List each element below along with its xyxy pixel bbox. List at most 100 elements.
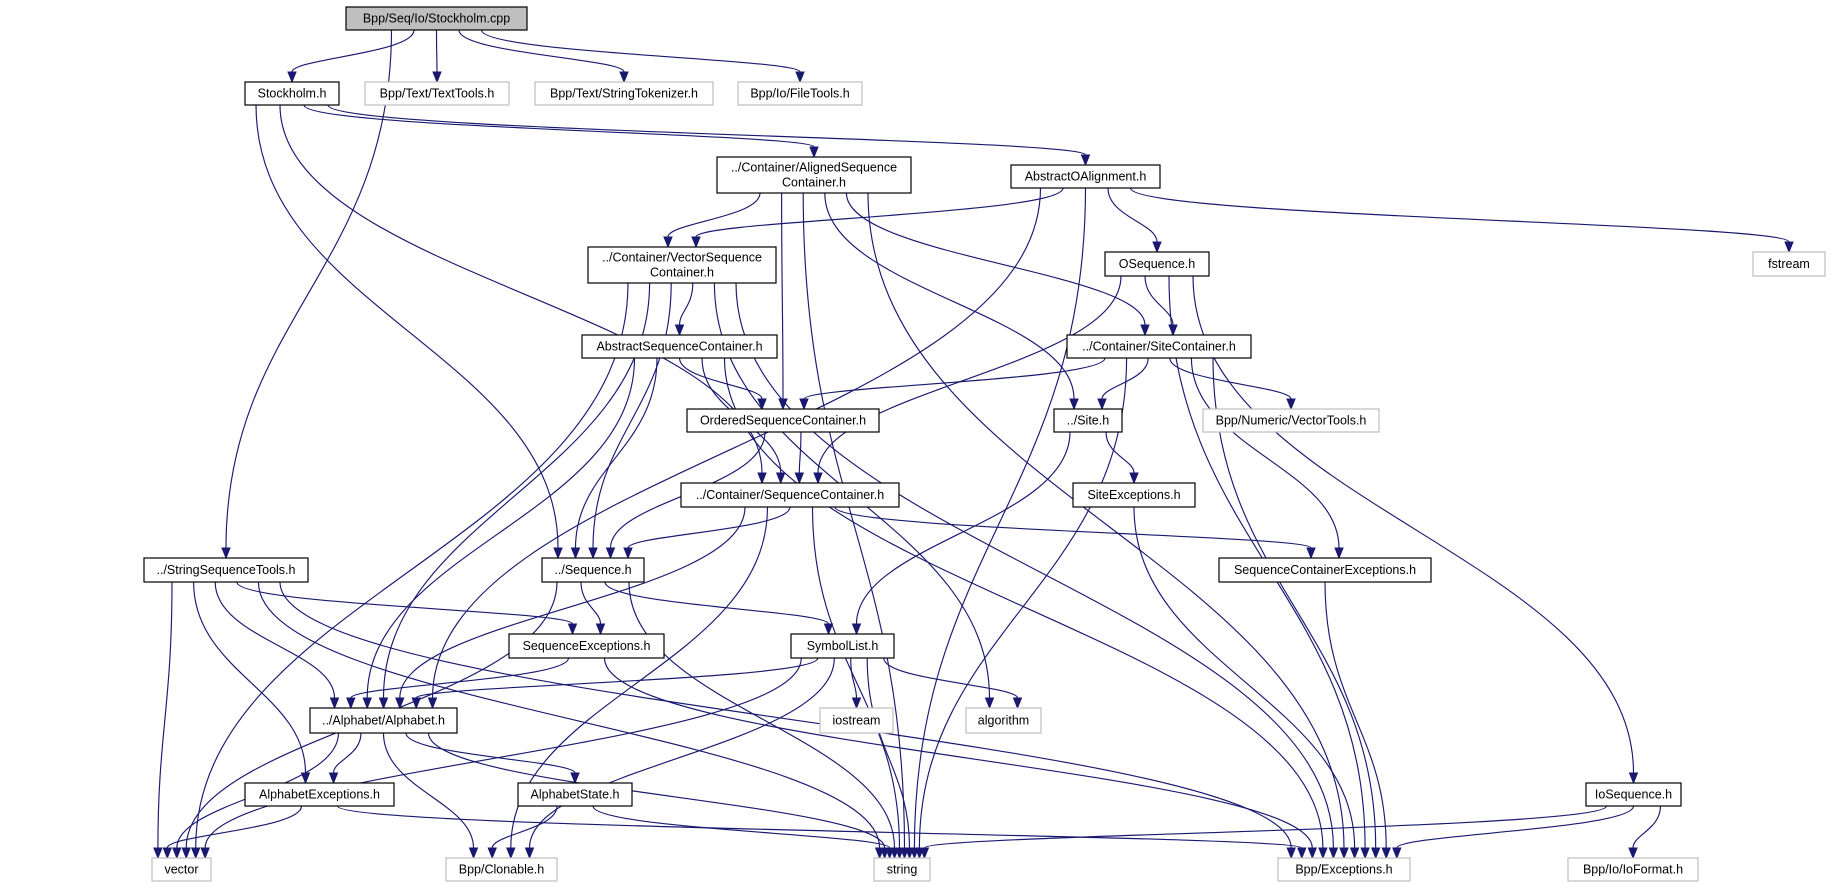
node-label: vector <box>164 863 198 877</box>
node-iosequence[interactable]: IoSequence.h <box>1585 782 1682 807</box>
node-box[interactable] <box>716 156 912 194</box>
node-abstractseqcont[interactable]: AbstractSequenceContainer.h <box>581 334 778 359</box>
arrowhead-icon <box>487 847 497 860</box>
node-box[interactable] <box>1585 782 1682 807</box>
node-osequence[interactable]: OSequence.h <box>1104 251 1210 277</box>
node-seqexceptions[interactable]: SequenceExceptions.h <box>508 633 665 659</box>
arrowhead-icon <box>570 547 581 560</box>
node-label: AlphabetExceptions.h <box>259 788 380 802</box>
node-box[interactable] <box>1104 251 1210 277</box>
node-box[interactable] <box>680 482 900 508</box>
node-box[interactable] <box>345 6 528 31</box>
node-box[interactable] <box>541 557 645 583</box>
arrowhead-icon <box>567 623 578 636</box>
node-box[interactable] <box>517 782 633 807</box>
node-box <box>534 81 714 106</box>
arrowhead-icon <box>1286 847 1296 860</box>
node-box <box>873 857 931 882</box>
node-orderedseq[interactable]: OrderedSequenceContainer.h <box>686 408 880 433</box>
edge-symbollist-to-clonable <box>528 657 835 849</box>
arrowhead-icon <box>1334 547 1344 560</box>
arrowhead-icon <box>468 847 479 860</box>
node-vector: vector <box>151 857 212 882</box>
node-site[interactable]: ../Site.h <box>1053 408 1123 433</box>
node-exceptions: Bpp/Exceptions.h <box>1277 857 1411 882</box>
node-box[interactable] <box>309 707 458 734</box>
node-box <box>819 707 894 734</box>
node-sitecontainer[interactable]: ../Container/SiteContainer.h <box>1066 334 1252 359</box>
node-box[interactable] <box>143 557 309 583</box>
node-alphabetexceptions[interactable]: AlphabetExceptions.h <box>244 782 395 807</box>
edge-alignedseq-to-site <box>824 192 1075 400</box>
node-box[interactable] <box>686 408 880 433</box>
edge-symbollist-to-algorithm <box>883 657 1019 699</box>
edge-alphabetexceptions-to-vector <box>166 805 303 849</box>
node-label: SequenceContainerExceptions.h <box>1234 563 1416 577</box>
node-label: Bpp/Text/TextTools.h <box>380 87 495 101</box>
node-symbollist[interactable]: SymbolList.h <box>790 633 895 659</box>
node-label: SequenceExceptions.h <box>523 639 651 653</box>
edge-alignedseq-to-sitecontainer <box>845 192 1146 326</box>
node-box <box>1567 857 1699 882</box>
edge-stringseqtools-to-alphabetexceptions <box>193 581 307 774</box>
node-label: AbstractOAlignment.h <box>1025 170 1147 184</box>
node-cpp[interactable]: Bpp/Seq/Io/Stockholm.cpp <box>345 6 528 31</box>
arrowhead-icon <box>1318 847 1328 860</box>
node-box[interactable] <box>587 246 777 284</box>
node-label: Bpp/Text/StringTokenizer.h <box>550 87 698 101</box>
node-abstractoalign[interactable]: AbstractOAlignment.h <box>1010 164 1161 189</box>
node-box[interactable] <box>1218 557 1432 583</box>
node-sequence[interactable]: ../Sequence.h <box>541 557 645 583</box>
edge-sequence-to-seqexceptions <box>580 581 602 625</box>
arrowhead-icon <box>570 772 580 785</box>
node-box[interactable] <box>1053 408 1123 433</box>
node-box <box>965 707 1042 734</box>
node-box <box>445 857 558 882</box>
edge-seqcontainer-to-string <box>811 506 901 849</box>
edge-seqcontexceptions-to-exceptions <box>1324 581 1387 849</box>
node-alphabet[interactable]: ../Alphabet/Alphabet.h <box>309 707 458 734</box>
node-box <box>737 81 863 106</box>
node-box[interactable] <box>581 334 778 359</box>
node-stockholm_h[interactable]: Stockholm.h <box>244 81 340 106</box>
edge-stringseqtools-to-vector <box>157 581 173 849</box>
node-label: ../StringSequenceTools.h <box>157 563 296 577</box>
node-seqcontexceptions[interactable]: SequenceContainerExceptions.h <box>1218 557 1432 583</box>
arrowhead-icon <box>1306 547 1316 560</box>
node-box[interactable] <box>1066 334 1252 359</box>
node-label: Bpp/Io/FileTools.h <box>750 87 849 101</box>
edge-abstractoalign-to-osequence <box>1107 187 1158 243</box>
node-box[interactable] <box>790 633 895 659</box>
node-alphabetstate[interactable]: AlphabetState.h <box>517 782 633 807</box>
edge-alignedseq-to-string <box>802 192 906 849</box>
edge-abstractseqcont-to-orderedseq <box>678 357 763 400</box>
node-siteexceptions[interactable]: SiteExceptions.h <box>1072 482 1196 508</box>
edge-sitecontainer-to-exceptions <box>1212 357 1377 849</box>
arrowhead-icon <box>153 847 163 860</box>
node-label: ../Container/SequenceContainer.h <box>696 488 884 502</box>
node-label: OrderedSequenceContainer.h <box>700 414 866 428</box>
arrowhead-icon <box>674 324 685 337</box>
edge-vectorseq-to-sequence <box>592 282 672 549</box>
arrowhead-icon <box>1349 847 1360 860</box>
node-box[interactable] <box>1010 164 1161 189</box>
node-box <box>151 857 212 882</box>
edge-abstractseqcont-to-alphabet <box>366 357 636 699</box>
node-label: Bpp/Seq/Io/Stockholm.cpp <box>363 12 510 26</box>
node-box[interactable] <box>244 782 395 807</box>
arrowhead-icon <box>1381 847 1391 860</box>
arrowhead-icon <box>1339 847 1349 860</box>
node-seqcontainer[interactable]: ../Container/SequenceContainer.h <box>680 482 900 508</box>
edge-sitecontainer-to-orderedseq <box>803 357 1106 400</box>
node-box[interactable] <box>244 81 340 106</box>
arrowhead-icon <box>794 472 805 485</box>
arrowhead-icon <box>1370 847 1381 860</box>
edge-site-to-siteexceptions <box>1105 431 1135 474</box>
node-label: ../Site.h <box>1067 414 1109 428</box>
node-box[interactable] <box>508 633 665 659</box>
node-box[interactable] <box>1072 482 1196 508</box>
node-stringseqtools[interactable]: ../StringSequenceTools.h <box>143 557 309 583</box>
